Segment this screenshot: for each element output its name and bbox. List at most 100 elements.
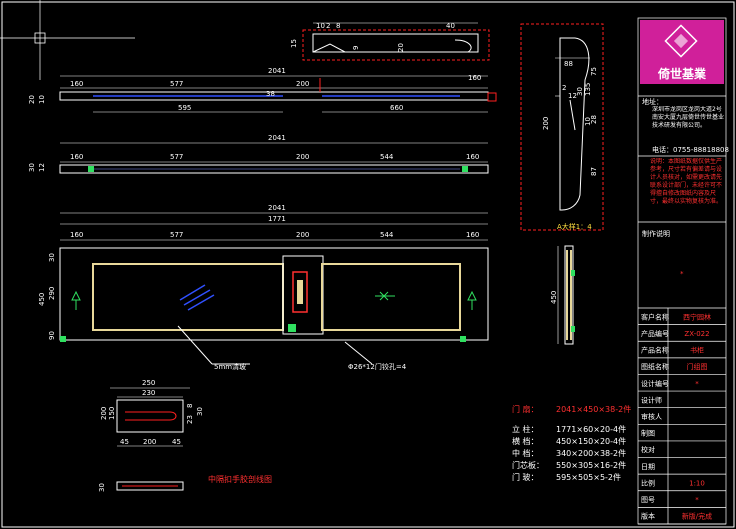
svg-text:230: 230 bbox=[142, 389, 155, 397]
title-block-row-value: 西宁园林 bbox=[683, 312, 711, 321]
title-block-row-value: * bbox=[695, 496, 699, 504]
svg-text:577: 577 bbox=[170, 80, 183, 88]
svg-text:340×200×38-2件: 340×200×38-2件 bbox=[556, 448, 626, 458]
svg-text:660: 660 bbox=[390, 104, 403, 112]
title-block: 倚世基業 地址： 深圳市龙岗区龙岗大道2号南安大厦九层倚世传世基业技术研发有限公… bbox=[637, 17, 729, 525]
svg-text:450: 450 bbox=[38, 293, 46, 306]
svg-text:中隔扣手胶剖线图: 中隔扣手胶剖线图 bbox=[208, 474, 272, 484]
brand-logo bbox=[640, 20, 724, 84]
svg-text:地址：: 地址： bbox=[642, 97, 663, 106]
title-block-row-label: 校对 bbox=[641, 445, 655, 454]
title-block-row-label: 客户名称 bbox=[641, 312, 669, 321]
svg-text:88: 88 bbox=[564, 60, 573, 68]
title-block-row-value: 1:10 bbox=[689, 479, 705, 487]
svg-text:1771×60×20-4件: 1771×60×20-4件 bbox=[556, 424, 626, 434]
title-block-row-value: 新版/完成 bbox=[682, 512, 712, 521]
svg-text:2041: 2041 bbox=[268, 134, 286, 142]
svg-text:160: 160 bbox=[468, 74, 481, 82]
svg-text:200: 200 bbox=[296, 153, 309, 161]
svg-text:15: 15 bbox=[290, 39, 298, 48]
svg-text:门 玻：: 门 玻： bbox=[512, 472, 539, 482]
svg-text:200: 200 bbox=[296, 80, 309, 88]
svg-text:450: 450 bbox=[550, 291, 558, 304]
svg-text:制作说明: 制作说明 bbox=[642, 229, 670, 238]
svg-text:30: 30 bbox=[48, 253, 56, 262]
address-text: 深圳市龙岗区龙岗大道2号南安大厦九层倚世传世基业技术研发有限公司。 bbox=[652, 106, 724, 129]
svg-text:8: 8 bbox=[186, 404, 194, 408]
svg-text:550×305×16-2件: 550×305×16-2件 bbox=[556, 460, 626, 470]
svg-text:250: 250 bbox=[142, 379, 155, 387]
rail-view-1: 2041 160 577 200 160 595 660 10 20 38 bbox=[28, 67, 497, 113]
svg-text:10: 10 bbox=[38, 95, 46, 104]
svg-text:200: 200 bbox=[143, 438, 156, 446]
svg-text:38: 38 bbox=[266, 90, 275, 98]
title-block-row-label: 设计编号 bbox=[641, 379, 669, 388]
svg-text:5mm清玻: 5mm清玻 bbox=[214, 362, 246, 371]
svg-text:45: 45 bbox=[172, 438, 181, 446]
svg-text:577: 577 bbox=[170, 153, 183, 161]
svg-text:2: 2 bbox=[326, 22, 330, 30]
svg-text:12: 12 bbox=[38, 163, 46, 172]
svg-text:40: 40 bbox=[446, 22, 455, 30]
title-block-row-label: 图号 bbox=[641, 496, 655, 504]
svg-text:2: 2 bbox=[562, 84, 566, 92]
svg-text:12: 12 bbox=[568, 92, 577, 100]
svg-text:30: 30 bbox=[28, 163, 36, 172]
side-section-view: 200 88 2 12 75 30 135 28 10 87 A大样1：4 45… bbox=[520, 23, 604, 345]
svg-text:200: 200 bbox=[100, 407, 108, 420]
rail-view-2: 2041 160 577 200 544 160 12 30 bbox=[28, 134, 489, 174]
svg-text:立 柱：: 立 柱： bbox=[512, 424, 539, 434]
svg-text:595×505×5-2件: 595×505×5-2件 bbox=[556, 472, 621, 482]
svg-text:10: 10 bbox=[584, 117, 592, 126]
svg-text:160: 160 bbox=[70, 153, 83, 161]
svg-text:75: 75 bbox=[590, 67, 598, 76]
svg-text:87: 87 bbox=[590, 167, 598, 176]
brand-name: 倚世基業 bbox=[657, 66, 707, 81]
svg-text:30: 30 bbox=[196, 407, 204, 416]
svg-text:30: 30 bbox=[576, 87, 584, 96]
svg-text:200: 200 bbox=[296, 231, 309, 239]
svg-text:10: 10 bbox=[316, 22, 325, 30]
svg-text:1771: 1771 bbox=[268, 215, 286, 223]
svg-text:595: 595 bbox=[178, 104, 191, 112]
svg-text:544: 544 bbox=[380, 153, 394, 161]
crosshair-cursor-icon bbox=[0, 0, 135, 80]
svg-text:中 档：: 中 档： bbox=[512, 448, 539, 458]
svg-text:200: 200 bbox=[542, 117, 550, 130]
svg-text:门芯板：: 门芯板： bbox=[512, 460, 544, 470]
svg-text:20: 20 bbox=[397, 43, 405, 52]
title-block-row-label: 比例 bbox=[641, 478, 655, 487]
door-spec-value: 2041×450×38-2件 bbox=[556, 404, 631, 414]
spec-list: 门 扇： 2041×450×38-2件 立 柱： 1771×60×20-4件 横… bbox=[512, 404, 631, 482]
brand-diamond-icon bbox=[664, 24, 698, 58]
title-block-row-label: 制图 bbox=[641, 429, 655, 438]
title-block-row-value: 门组图 bbox=[687, 362, 708, 371]
door-spec-label: 门 扇： bbox=[512, 404, 539, 414]
title-block-row-value: * bbox=[695, 380, 699, 388]
svg-text:450×150×20-4件: 450×150×20-4件 bbox=[556, 436, 626, 446]
title-block-row-value: ZX-022 bbox=[684, 330, 709, 338]
svg-text:90: 90 bbox=[48, 331, 56, 340]
svg-text:30: 30 bbox=[98, 483, 106, 492]
title-block-row-label: 产品编号 bbox=[641, 329, 669, 338]
svg-text:9: 9 bbox=[352, 46, 360, 50]
note-text: 说明：本图纸数据仅供生产参考，尺寸若有偏差请与设计人员核对，如需更改请先联系设计… bbox=[650, 158, 723, 205]
title-block-row-label: 日期 bbox=[641, 463, 655, 471]
title-block-row-label: 产品名称 bbox=[641, 346, 669, 355]
svg-text:160: 160 bbox=[466, 153, 479, 161]
svg-text:2041: 2041 bbox=[268, 67, 286, 75]
title-block-row-label: 设计师 bbox=[641, 395, 662, 404]
svg-text:23: 23 bbox=[186, 415, 194, 424]
svg-text:横 档：: 横 档： bbox=[512, 436, 539, 446]
svg-text:A大样1：4: A大样1：4 bbox=[557, 222, 592, 231]
front-elevation: 2041 1771 160 577 200 544 160 450 290 30… bbox=[38, 204, 489, 371]
svg-text:45: 45 bbox=[120, 438, 129, 446]
svg-text:2041: 2041 bbox=[268, 204, 286, 212]
svg-text:Φ26*12门铰孔=4: Φ26*12门铰孔=4 bbox=[348, 362, 407, 371]
top-profile-view: 10 2 8 40 15 9 20 bbox=[290, 22, 490, 61]
handle-detail: 250 230 45 200 45 200 150 8 23 30 中隔扣手胶剖… bbox=[98, 379, 272, 492]
svg-text:577: 577 bbox=[170, 231, 183, 239]
svg-text:290: 290 bbox=[48, 287, 56, 300]
